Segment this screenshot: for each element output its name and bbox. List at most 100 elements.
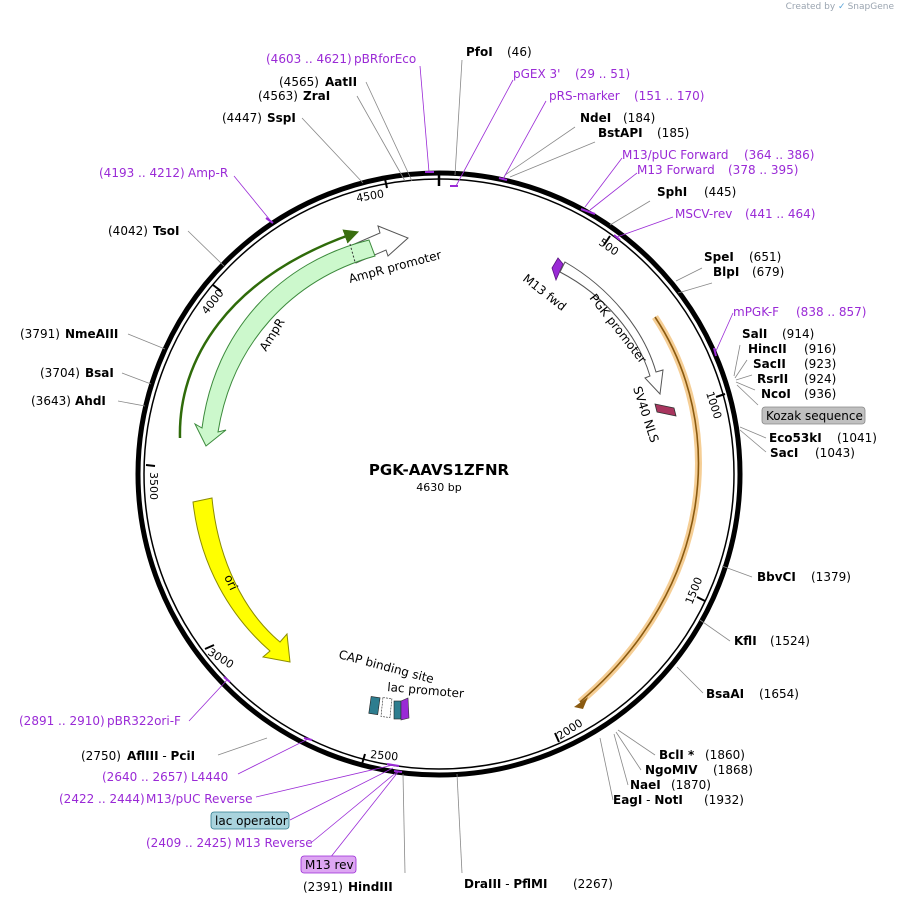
site-eco53ki[interactable]: Eco53kI <box>769 431 822 445</box>
site-nmeaiii-pos: (3791) <box>20 327 60 341</box>
site-zrai[interactable]: ZraI <box>303 89 330 103</box>
site-hindiii[interactable]: HindIII <box>348 880 393 894</box>
site-pfoi-pos: (46) <box>507 45 532 59</box>
primer-leaders <box>188 65 734 859</box>
site-rsrii-pos: (924) <box>804 372 836 386</box>
site-rsrii[interactable]: RsrII <box>757 372 788 386</box>
plasmid-name: PGK-AAVS1ZFNR <box>369 461 510 479</box>
site-bbvci[interactable]: BbvCI <box>757 570 796 584</box>
site-pfoi[interactable]: PfoI <box>466 45 493 59</box>
primer-pgex3-pos: (29 .. 51) <box>575 67 630 81</box>
site-tsoi-pos: (4042) <box>108 224 148 238</box>
primer-m13rev[interactable]: M13 Reverse <box>235 836 313 850</box>
site-bstapi-pos: (185) <box>657 126 689 140</box>
site-ahdi[interactable]: AhdI <box>75 394 106 408</box>
site-eagi-noti[interactable]: EagI - NotI <box>613 793 683 807</box>
ori-label: ori <box>221 572 240 592</box>
feature-lac-promoter[interactable]: lac promoter <box>387 680 465 721</box>
tick-4500: 4500 <box>355 187 385 205</box>
site-sphi-pos: (445) <box>704 185 736 199</box>
feature-ori[interactable]: ori <box>192 497 291 663</box>
site-eagi-pos: (1932) <box>704 793 744 807</box>
site-sali-pos: (914) <box>782 327 814 341</box>
site-bcli[interactable]: BclI * <box>659 748 695 762</box>
site-bstapi[interactable]: BstAPI <box>598 126 643 140</box>
site-hincii-pos: (916) <box>804 342 836 356</box>
primer-l4440[interactable]: L4440 <box>191 770 228 784</box>
site-aatii-pos: (4565) <box>279 75 319 89</box>
site-naei[interactable]: NaeI <box>630 778 661 792</box>
site-ngomiv[interactable]: NgoMIV <box>645 763 698 777</box>
primer-pbr322ori[interactable]: pBR322ori-F <box>107 714 181 728</box>
primer-m13pucfwd-pos: (364 .. 386) <box>744 148 814 162</box>
site-hincii[interactable]: HincII <box>748 342 787 356</box>
primer-pbrforeco[interactable]: pBRforEco <box>354 52 416 66</box>
m13-rev-box[interactable]: M13 rev <box>300 855 357 874</box>
site-kfli[interactable]: KflI <box>734 634 757 648</box>
site-spei[interactable]: SpeI <box>704 250 734 264</box>
site-sphi[interactable]: SphI <box>657 185 687 199</box>
site-sacii[interactable]: SacII <box>753 357 786 371</box>
primer-m13pucfwd[interactable]: M13/pUC Forward <box>622 148 729 162</box>
feature-pgk-promoter[interactable]: PGK promoter <box>559 261 664 396</box>
site-kfli-pos: (1524) <box>770 634 810 648</box>
feature-sv40-nls[interactable]: SV40 NLS <box>630 385 677 445</box>
primer-prsmarker[interactable]: pRS-marker <box>549 89 620 103</box>
site-hindiii-pos: (2391) <box>303 880 343 894</box>
primer-ampr[interactable]: Amp-R <box>188 166 228 180</box>
site-ncoi-pos: (936) <box>804 387 836 401</box>
tick-1500: 1500 <box>683 575 706 606</box>
site-naei-pos: (1870) <box>671 778 711 792</box>
primer-mscvrev-pos: (441 .. 464) <box>745 207 815 221</box>
kozak-sequence-box[interactable]: Kozak sequence <box>761 406 866 425</box>
primer-mpgkf[interactable]: mPGK-F <box>733 305 779 319</box>
snapgene-logo-icon: ✓ <box>838 2 846 12</box>
tick-3500: 3500 <box>147 472 160 500</box>
feature-orf-arc[interactable] <box>574 315 702 709</box>
site-aatii[interactable]: AatII <box>325 75 357 89</box>
primer-mpgkf-pos: (838 .. 857) <box>796 305 866 319</box>
primer-pgex3[interactable]: pGEX 3' <box>513 67 560 81</box>
primer-m13fwd[interactable]: M13 Forward <box>637 163 715 177</box>
primer-mscvrev[interactable]: MSCV-rev <box>675 207 732 221</box>
site-bbvci-pos: (1379) <box>811 570 851 584</box>
site-zrai-pos: (4563) <box>258 89 298 103</box>
site-saci-pos: (1043) <box>815 446 855 460</box>
credit-brand: SnapGene <box>847 2 894 12</box>
site-spei-pos: (651) <box>749 250 781 264</box>
site-eco53ki-pos: (1041) <box>837 431 877 445</box>
primer-pbr322ori-pos: (2891 .. 2910) <box>19 714 105 728</box>
site-saci[interactable]: SacI <box>770 446 798 460</box>
site-ndei[interactable]: NdeI <box>580 111 611 125</box>
site-draiii-pos: (2267) <box>573 877 613 891</box>
site-afliii-pcii[interactable]: AflIII - PciI <box>127 749 195 763</box>
primer-prsmarker-pos: (151 .. 170) <box>634 89 704 103</box>
site-bsai-pos: (3704) <box>40 366 80 380</box>
primer-m13pucrev-pos: (2422 .. 2444) <box>59 792 145 806</box>
site-bsaai[interactable]: BsaAI <box>706 687 744 701</box>
site-ncoi[interactable]: NcoI <box>761 387 791 401</box>
primer-m13pucrev[interactable]: M13/pUC Reverse <box>146 792 253 806</box>
primer-m13rev-pos: (2409 .. 2425) <box>146 836 232 850</box>
site-sacii-pos: (923) <box>804 357 836 371</box>
sv40-nls-label: SV40 NLS <box>630 385 661 445</box>
lac-operator-box[interactable]: lac operator <box>210 811 290 830</box>
site-sali[interactable]: SalI <box>742 327 767 341</box>
site-ndei-pos: (184) <box>623 111 655 125</box>
primer-ampr-pos: (4193 .. 4212) <box>99 166 185 180</box>
site-blpi[interactable]: BlpI <box>713 265 739 279</box>
m13-rev-label: M13 rev <box>305 858 354 872</box>
site-tsoi[interactable]: TsoI <box>153 224 179 238</box>
site-ngomiv-pos: (1868) <box>713 763 753 777</box>
site-draiii-pflmi[interactable]: DraIII - PflMI <box>464 877 547 891</box>
site-sspi-pos: (4447) <box>222 111 262 125</box>
plasmid-length: 4630 bp <box>416 481 461 494</box>
site-blpi-pos: (679) <box>752 265 784 279</box>
site-nmeaiii[interactable]: NmeAIII <box>65 327 118 341</box>
kozak-label: Kozak sequence <box>766 409 863 423</box>
site-sspi[interactable]: SspI <box>267 111 296 125</box>
site-bsai[interactable]: BsaI <box>85 366 114 380</box>
feature-m13-fwd[interactable]: M13 fwd <box>520 257 569 314</box>
feature-ampr[interactable]: AmpR <box>178 229 376 447</box>
